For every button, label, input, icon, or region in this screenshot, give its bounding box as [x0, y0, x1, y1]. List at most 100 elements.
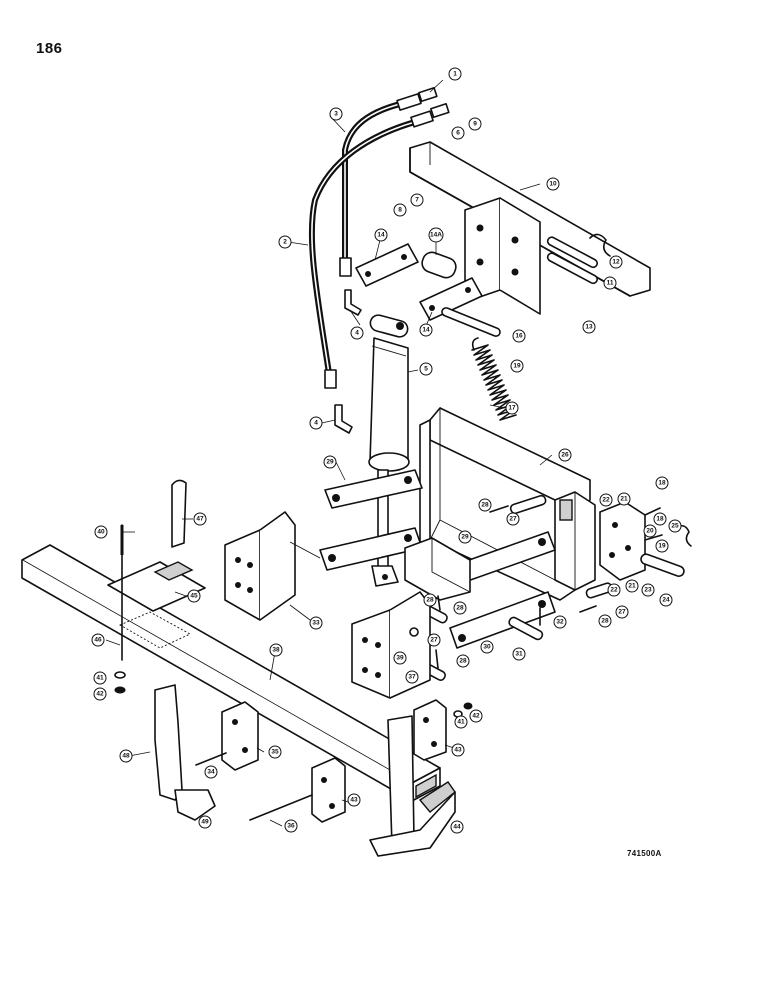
clamp-plate [107, 524, 206, 694]
svg-text:11: 11 [607, 280, 614, 287]
callout-44: 44 [450, 820, 464, 834]
svg-text:38: 38 [272, 647, 280, 654]
svg-text:46: 46 [94, 637, 102, 644]
callout-31: 31 [512, 647, 526, 661]
callout-13: 13 [582, 320, 596, 334]
svg-text:13: 13 [585, 324, 593, 331]
svg-text:35: 35 [271, 749, 279, 756]
svg-text:4: 4 [355, 330, 359, 337]
callout-39: 39 [393, 651, 407, 665]
callout-9: 9 [468, 117, 482, 131]
svg-text:28: 28 [459, 658, 467, 665]
callout-16: 16 [512, 329, 526, 343]
svg-text:42: 42 [472, 713, 480, 720]
adjustment-plate [599, 501, 692, 581]
mounting-bracket [409, 141, 651, 315]
callout-38: 38 [269, 643, 283, 657]
callout-45: 45 [187, 589, 201, 603]
callout-12: 12 [609, 255, 623, 269]
callout-27: 27 [506, 512, 520, 526]
svg-text:5: 5 [424, 366, 428, 373]
callouts: 1 2 3 4 4 5 6 7 8 9 10 11 12 13 14 14 14… [91, 67, 682, 834]
svg-text:25: 25 [671, 523, 679, 530]
callout-14: 14 [374, 228, 388, 242]
callout-49: 49 [198, 815, 212, 829]
svg-text:26: 26 [561, 452, 569, 459]
pins-and-bolts [423, 494, 613, 681]
callout-47: 47 [193, 512, 207, 526]
svg-text:2: 2 [283, 239, 287, 246]
svg-text:29: 29 [461, 534, 469, 541]
callout-17: 17 [505, 401, 519, 415]
callout-35: 35 [268, 745, 282, 759]
callout-18b: 18 [653, 512, 667, 526]
svg-text:20: 20 [646, 528, 654, 535]
callout-42b: 42 [469, 709, 483, 723]
svg-text:42: 42 [96, 691, 104, 698]
callout-22: 22 [599, 493, 613, 507]
callout-33: 33 [309, 616, 323, 630]
svg-text:28: 28 [426, 597, 434, 604]
callout-22b: 22 [607, 583, 621, 597]
callout-46: 46 [91, 633, 105, 647]
clamp-plates [221, 699, 473, 823]
svg-text:12: 12 [612, 259, 620, 266]
callout-3: 3 [329, 107, 343, 121]
svg-text:39: 39 [396, 655, 404, 662]
callout-28c: 28 [456, 654, 470, 668]
callout-21: 21 [617, 492, 631, 506]
callout-1: 1 [448, 67, 462, 81]
svg-text:8: 8 [398, 207, 402, 214]
bolt-long [249, 794, 313, 821]
svg-text:29: 29 [326, 459, 334, 466]
svg-text:21: 21 [620, 496, 628, 503]
callout-7: 7 [410, 193, 424, 207]
callout-11: 11 [603, 276, 617, 290]
svg-text:17: 17 [508, 405, 516, 412]
svg-text:19: 19 [513, 363, 521, 370]
callout-34: 34 [204, 765, 218, 779]
callout-2: 2 [278, 235, 292, 249]
callout-27c: 27 [615, 605, 629, 619]
pin [441, 307, 501, 337]
callout-41b: 41 [454, 715, 468, 729]
svg-text:14: 14 [422, 327, 430, 334]
svg-text:43: 43 [350, 797, 358, 804]
callout-18: 18 [655, 476, 669, 490]
svg-text:41: 41 [457, 719, 465, 726]
callout-20: 20 [643, 524, 657, 538]
lower-arms [319, 469, 556, 649]
svg-text:48: 48 [122, 753, 130, 760]
callout-8: 8 [393, 203, 407, 217]
svg-text:19: 19 [658, 543, 666, 550]
bolt [195, 752, 227, 766]
callout-27b: 27 [427, 633, 441, 647]
svg-text:22: 22 [602, 497, 610, 504]
svg-text:6: 6 [456, 130, 460, 137]
svg-text:28: 28 [456, 605, 464, 612]
svg-text:4: 4 [314, 420, 318, 427]
callout-28b: 28 [453, 601, 467, 615]
callout-28: 28 [478, 498, 492, 512]
svg-text:45: 45 [190, 593, 198, 600]
callout-28d: 28 [598, 614, 612, 628]
callout-29: 29 [323, 455, 337, 469]
elbow-fittings [334, 289, 362, 434]
svg-text:18: 18 [658, 480, 666, 487]
callout-6: 6 [451, 126, 465, 140]
links [355, 243, 483, 321]
hydraulic-cylinder [368, 314, 410, 587]
callout-48: 48 [119, 749, 133, 763]
callout-19b: 19 [655, 539, 669, 553]
svg-text:1: 1 [453, 71, 457, 78]
svg-text:40: 40 [97, 529, 105, 536]
callout-24: 24 [659, 593, 673, 607]
svg-text:37: 37 [408, 674, 416, 681]
callout-43: 43 [451, 743, 465, 757]
callout-43b: 43 [347, 793, 361, 807]
callout-10: 10 [546, 177, 560, 191]
svg-text:18: 18 [656, 516, 664, 523]
page-number: 186 [36, 40, 63, 57]
svg-text:14: 14 [377, 232, 385, 239]
